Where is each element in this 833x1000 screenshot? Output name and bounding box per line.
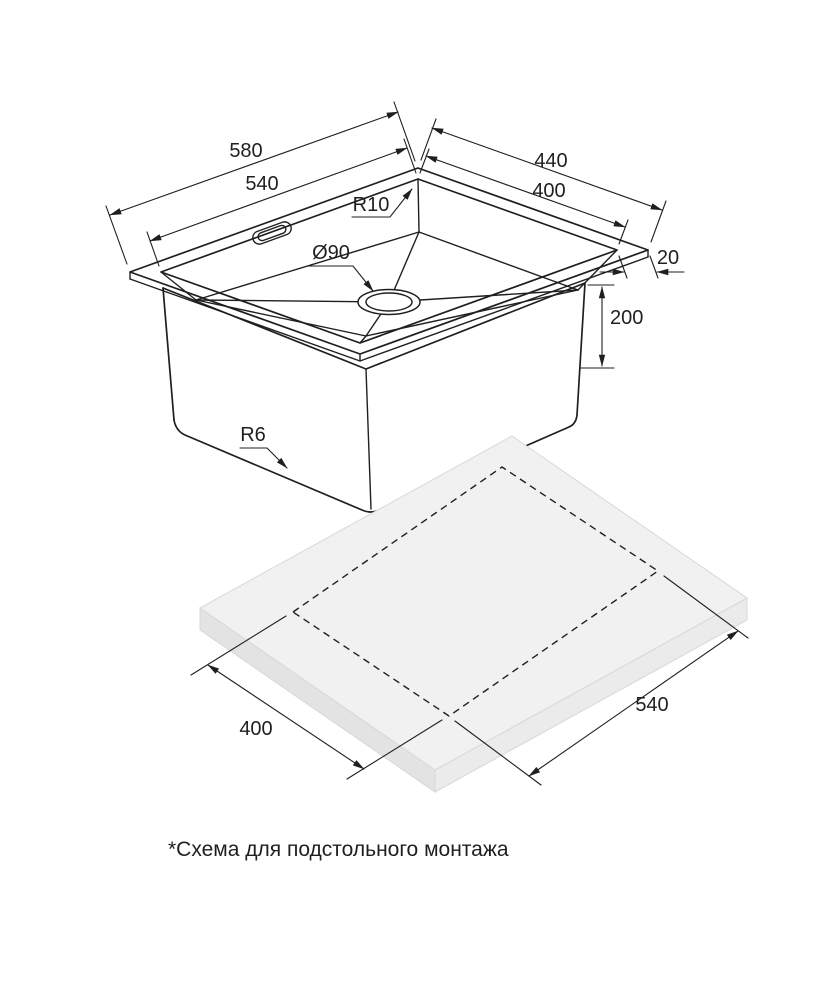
dimension-cutout-540: 540 bbox=[454, 575, 749, 786]
sink-body bbox=[162, 282, 586, 513]
drain-diameter-label: Ø90 bbox=[312, 242, 350, 264]
footnote-undermount-note: *Схема для подстольного монтажа bbox=[168, 838, 509, 861]
cutout-dashed-outline bbox=[292, 466, 659, 717]
r10-label: R10 bbox=[353, 194, 390, 216]
dimension-540-inner-width: 540 bbox=[146, 138, 417, 267]
dim-540-label: 540 bbox=[245, 173, 278, 195]
dimension-400-inner-depth: 400 bbox=[419, 148, 629, 245]
dim-400-label: 400 bbox=[532, 180, 565, 202]
countertop-cutout-view: 400 540 bbox=[190, 435, 749, 793]
cutout-400-label: 400 bbox=[239, 718, 272, 740]
leader-r6-bottom-corner-radius: R6 bbox=[239, 424, 288, 469]
r6-label: R6 bbox=[240, 424, 266, 446]
dim-200-label: 200 bbox=[610, 307, 643, 329]
leader-r10-top-corner-radius: R10 bbox=[351, 188, 413, 218]
sink-bowl-interior bbox=[160, 178, 618, 344]
leader-drain-diameter: Ø90 bbox=[308, 242, 374, 292]
dimension-20-flange: 20 bbox=[599, 247, 685, 279]
bowl-bottom-fold-lines bbox=[195, 231, 579, 337]
sink-isometric-view: 580 540 440 400 bbox=[105, 101, 685, 513]
dimension-cutout-400: 400 bbox=[190, 615, 443, 780]
dimension-200-depth: 200 bbox=[579, 284, 643, 369]
drain-inner-ring bbox=[365, 292, 413, 312]
dim-440-label: 440 bbox=[534, 150, 567, 172]
dim-20-label: 20 bbox=[657, 247, 679, 269]
cutout-540-label: 540 bbox=[635, 694, 668, 716]
dim-580-label: 580 bbox=[229, 140, 262, 162]
